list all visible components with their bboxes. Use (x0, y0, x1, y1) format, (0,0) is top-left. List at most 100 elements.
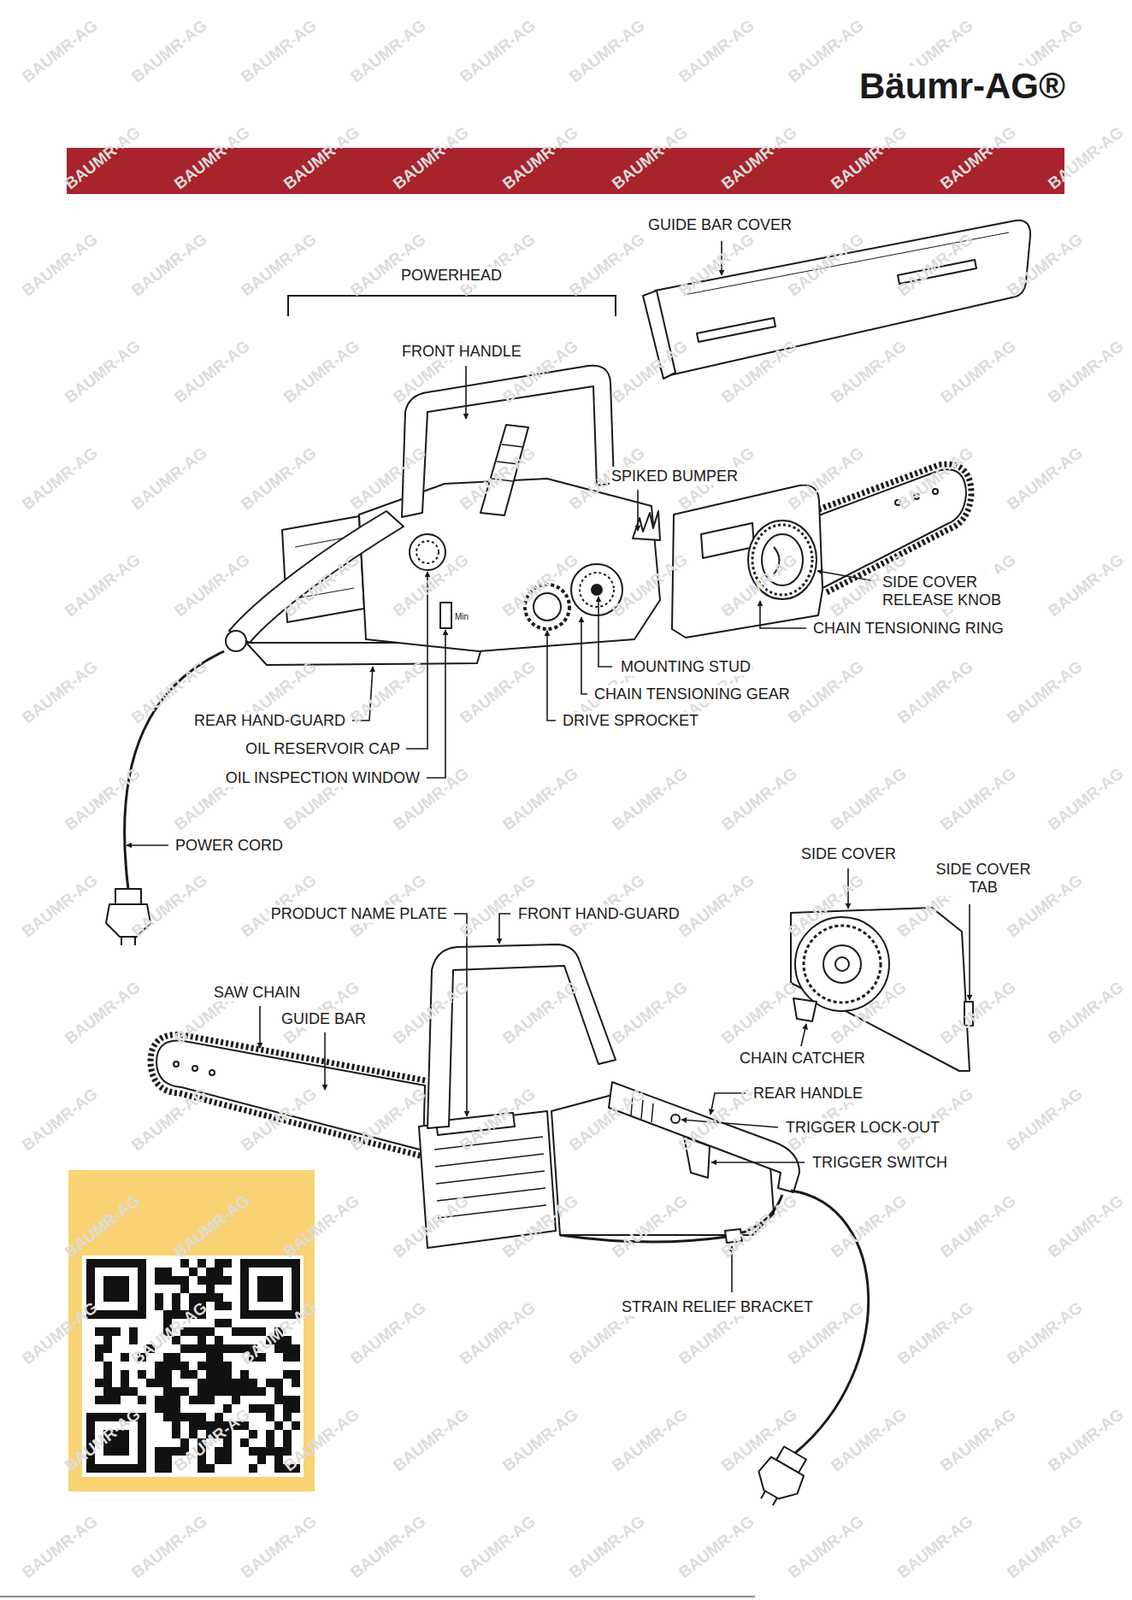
qr-module (137, 1285, 147, 1294)
watermark: BAUMR-AG (18, 443, 102, 514)
qr-module (112, 1276, 121, 1286)
qr-module (120, 1293, 130, 1303)
qr-module (257, 1404, 266, 1414)
qr-module (137, 1276, 147, 1286)
qr-module (180, 1285, 189, 1294)
qr-module (265, 1447, 275, 1457)
watermark: BAUMR-AG (347, 443, 431, 514)
qr-module (240, 1387, 249, 1397)
qr-module (248, 1259, 258, 1268)
side-cover-detail (835, 957, 849, 972)
qr-module (214, 1361, 224, 1371)
chainsaw-top-view (229, 511, 404, 643)
watermark: BAUMR-AG (18, 1298, 102, 1369)
qr-module (103, 1259, 113, 1268)
watermark: BAUMR-AG (1003, 229, 1087, 301)
qr-module (240, 1370, 249, 1380)
qr-module (103, 1327, 113, 1337)
guide-bar-cover (696, 318, 776, 342)
qr-module (112, 1293, 121, 1303)
watermark: BAUMR-AG (784, 443, 868, 514)
chainsaw-bottom-view (192, 1066, 198, 1072)
watermark: BAUMR-AG (937, 1191, 1020, 1262)
qr-module (257, 1259, 266, 1268)
qr-module (112, 1464, 121, 1474)
footer-rule (0, 1597, 755, 1598)
qr-module (120, 1379, 130, 1388)
qr-module (283, 1353, 292, 1362)
qr-code (86, 1259, 301, 1474)
qr-module (163, 1370, 172, 1380)
qr-module (137, 1464, 147, 1474)
watermark: BAUMR-AG (61, 1405, 145, 1476)
watermark: BAUMR-AG (718, 764, 802, 835)
watermark: BAUMR-AG (280, 336, 364, 407)
qr-module (231, 1396, 241, 1405)
qr-module (291, 1421, 301, 1431)
qr-module (180, 1344, 189, 1354)
side-cover-detail (790, 907, 973, 1072)
qr-module (94, 1464, 104, 1474)
qr-module (171, 1293, 181, 1303)
qr-module (265, 1293, 275, 1303)
qr-module (214, 1379, 224, 1388)
watermark: BAUMR-AG (827, 123, 911, 194)
qr-module (197, 1464, 207, 1474)
qr-module (94, 1379, 104, 1388)
qr-module (188, 1421, 198, 1431)
watermark: BAUMR-AG (347, 229, 431, 301)
watermark: BAUMR-AG (718, 123, 802, 194)
part-label: SIDE COVER TAB (921, 860, 1045, 897)
leader-line (711, 1161, 805, 1164)
qr-module (274, 1464, 283, 1474)
part-label: CHAIN TENSIONING GEAR (592, 685, 792, 704)
qr-module (291, 1285, 301, 1294)
qr-module (163, 1447, 172, 1457)
watermark: BAUMR-AG (608, 550, 692, 621)
qr-module (103, 1396, 113, 1405)
qr-module (197, 1413, 207, 1422)
qr-module (223, 1387, 232, 1397)
watermark: BAUMR-AG (675, 871, 759, 942)
watermark: BAUMR-AG (566, 1084, 649, 1156)
qr-module (265, 1438, 275, 1448)
qr-module (214, 1344, 224, 1354)
watermark: BAUMR-AG (347, 657, 431, 728)
watermark: BAUMR-AG (937, 764, 1020, 835)
leader-lines (126, 241, 970, 1293)
watermark: BAUMR-AG (237, 229, 321, 301)
qr-module (103, 1310, 113, 1320)
side-cover-detail (790, 907, 970, 1072)
part-label: TRIGGER LOCK-OUT (784, 1119, 942, 1138)
qr-module (163, 1361, 172, 1371)
watermark: BAUMR-AG (608, 764, 692, 835)
qr-module (248, 1447, 258, 1457)
qr-module (231, 1387, 241, 1397)
leader-line (126, 844, 169, 847)
qr-module (163, 1310, 172, 1320)
qr-module (223, 1447, 232, 1457)
watermark: BAUMR-AG (170, 336, 254, 407)
qr-module (214, 1456, 224, 1465)
watermark: BAUMR-AG (61, 550, 145, 621)
leader-line (465, 365, 467, 419)
qr-module (214, 1267, 224, 1277)
part-label: PRODUCT NAME PLATE (269, 905, 449, 924)
watermark: BAUMR-AG (784, 16, 868, 87)
watermark: BAUMR-AG (280, 1405, 364, 1476)
qr-module (86, 1464, 95, 1474)
qr-module (283, 1370, 292, 1380)
watermark: BAUMR-AG (827, 978, 911, 1049)
qr-module (223, 1302, 232, 1311)
part-label: POWERHEAD (399, 266, 504, 285)
qr-module (120, 1370, 130, 1380)
watermark: BAUMR-AG (566, 1512, 649, 1583)
qr-module (283, 1344, 292, 1354)
watermark: BAUMR-AG (280, 1191, 364, 1262)
qr-module (283, 1404, 292, 1414)
watermark: BAUMR-AG (18, 1084, 102, 1156)
watermark: BAUMR-AG (128, 1298, 212, 1369)
qr-module (214, 1319, 224, 1328)
qr-module (163, 1396, 172, 1405)
